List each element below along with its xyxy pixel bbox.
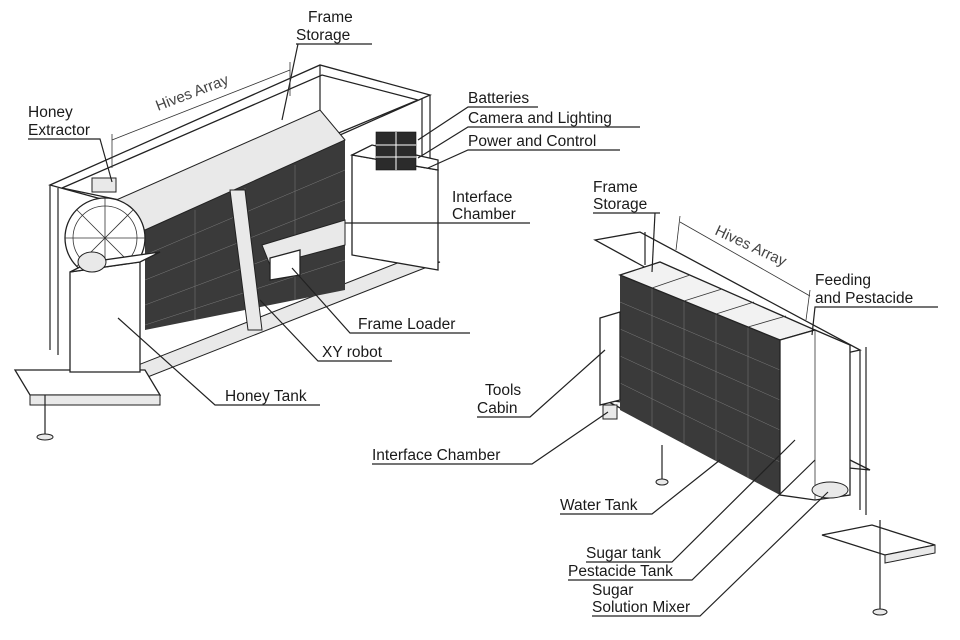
label-frame-storage-right-1: Frame (593, 179, 638, 196)
left-tank-roller (77, 251, 107, 273)
right-machine (593, 231, 936, 616)
left-extractor-motor (91, 177, 117, 193)
label-sugar-mixer-2: Solution Mixer (592, 599, 690, 616)
label-power-control: Power and Control (468, 133, 596, 150)
left-xy-robot (229, 189, 263, 331)
label-feeding-1: Feeding (815, 272, 871, 289)
left-foot (36, 433, 54, 441)
right-labels: Frame Storage Hives Array Feeding and Pe… (372, 179, 938, 617)
label-frame-storage-left-2: Storage (296, 27, 350, 44)
label-honey-extractor-2: Extractor (28, 122, 90, 139)
left-platform (13, 369, 162, 396)
label-frame-storage-right-2: Storage (593, 196, 647, 213)
right-mixer (811, 481, 849, 499)
label-tools-cabin-1: Tools (485, 382, 521, 399)
right-foot (872, 608, 888, 616)
label-feeding-2: and Pestacide (815, 290, 913, 307)
label-pestacide-tank: Pestacide Tank (568, 563, 673, 580)
label-interface-chamber-right: Interface Chamber (372, 447, 500, 464)
label-frame-loader: Frame Loader (358, 316, 455, 333)
label-sugar-tank: Sugar tank (586, 545, 661, 562)
label-tools-cabin-2: Cabin (477, 400, 518, 417)
label-interface-chamber-left-1: Interface (452, 189, 512, 206)
label-honey-extractor-1: Honey (28, 104, 73, 121)
left-honey-tank (69, 261, 141, 373)
label-xy-robot: XY robot (322, 344, 383, 361)
right-tools-cabin (599, 311, 621, 406)
label-interface-chamber-left-2: Chamber (452, 206, 516, 223)
label-water-tank: Water Tank (560, 497, 638, 514)
left-power-box (351, 154, 439, 271)
label-camera-lighting: Camera and Lighting (468, 110, 612, 127)
right-hives-block (620, 275, 780, 495)
right-interface-chamber (602, 404, 618, 420)
label-hives-array-right: Hives Array (712, 222, 789, 270)
label-honey-tank: Honey Tank (225, 388, 307, 405)
left-platform-edge (29, 394, 161, 406)
left-frame-loader (261, 219, 346, 266)
label-frame-storage-left-1: Frame (308, 9, 353, 26)
label-batteries: Batteries (468, 90, 529, 107)
left-machine (13, 64, 441, 441)
label-sugar-mixer-1: Sugar (592, 582, 633, 599)
